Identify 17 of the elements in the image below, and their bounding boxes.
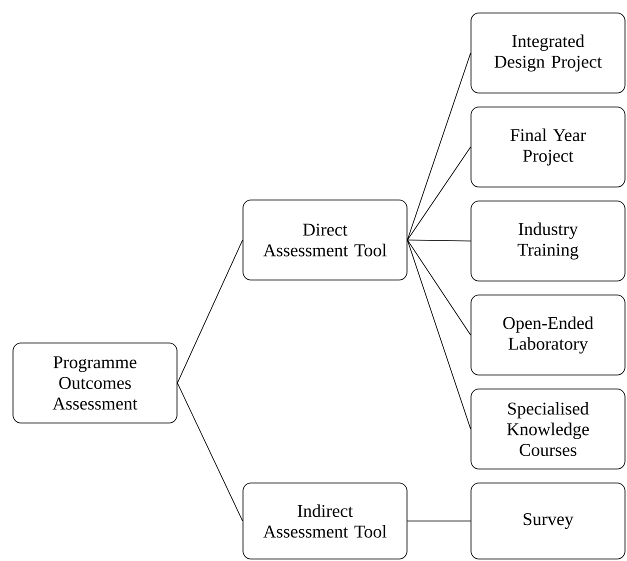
connector-line bbox=[407, 240, 471, 430]
box: Open-Ended Laboratory bbox=[470, 294, 626, 376]
box: Survey bbox=[470, 482, 626, 560]
box: Specialised Knowledge Courses bbox=[470, 388, 626, 470]
box: Programme Outcomes Assessment bbox=[12, 342, 178, 424]
connector-line bbox=[407, 520, 471, 522]
box: Industry Training bbox=[470, 200, 626, 282]
box: Integrated Design Project bbox=[470, 12, 626, 94]
box: Indirect Assessment Tool bbox=[242, 482, 408, 560]
connector-line bbox=[407, 146, 471, 240]
connector-line bbox=[407, 240, 471, 242]
connector-line bbox=[177, 240, 243, 384]
box: Direct Assessment Tool bbox=[242, 200, 408, 280]
connector-line bbox=[407, 240, 471, 336]
connector-line bbox=[177, 382, 243, 522]
connector-line bbox=[407, 52, 471, 240]
box: Final Year Project bbox=[470, 106, 626, 188]
